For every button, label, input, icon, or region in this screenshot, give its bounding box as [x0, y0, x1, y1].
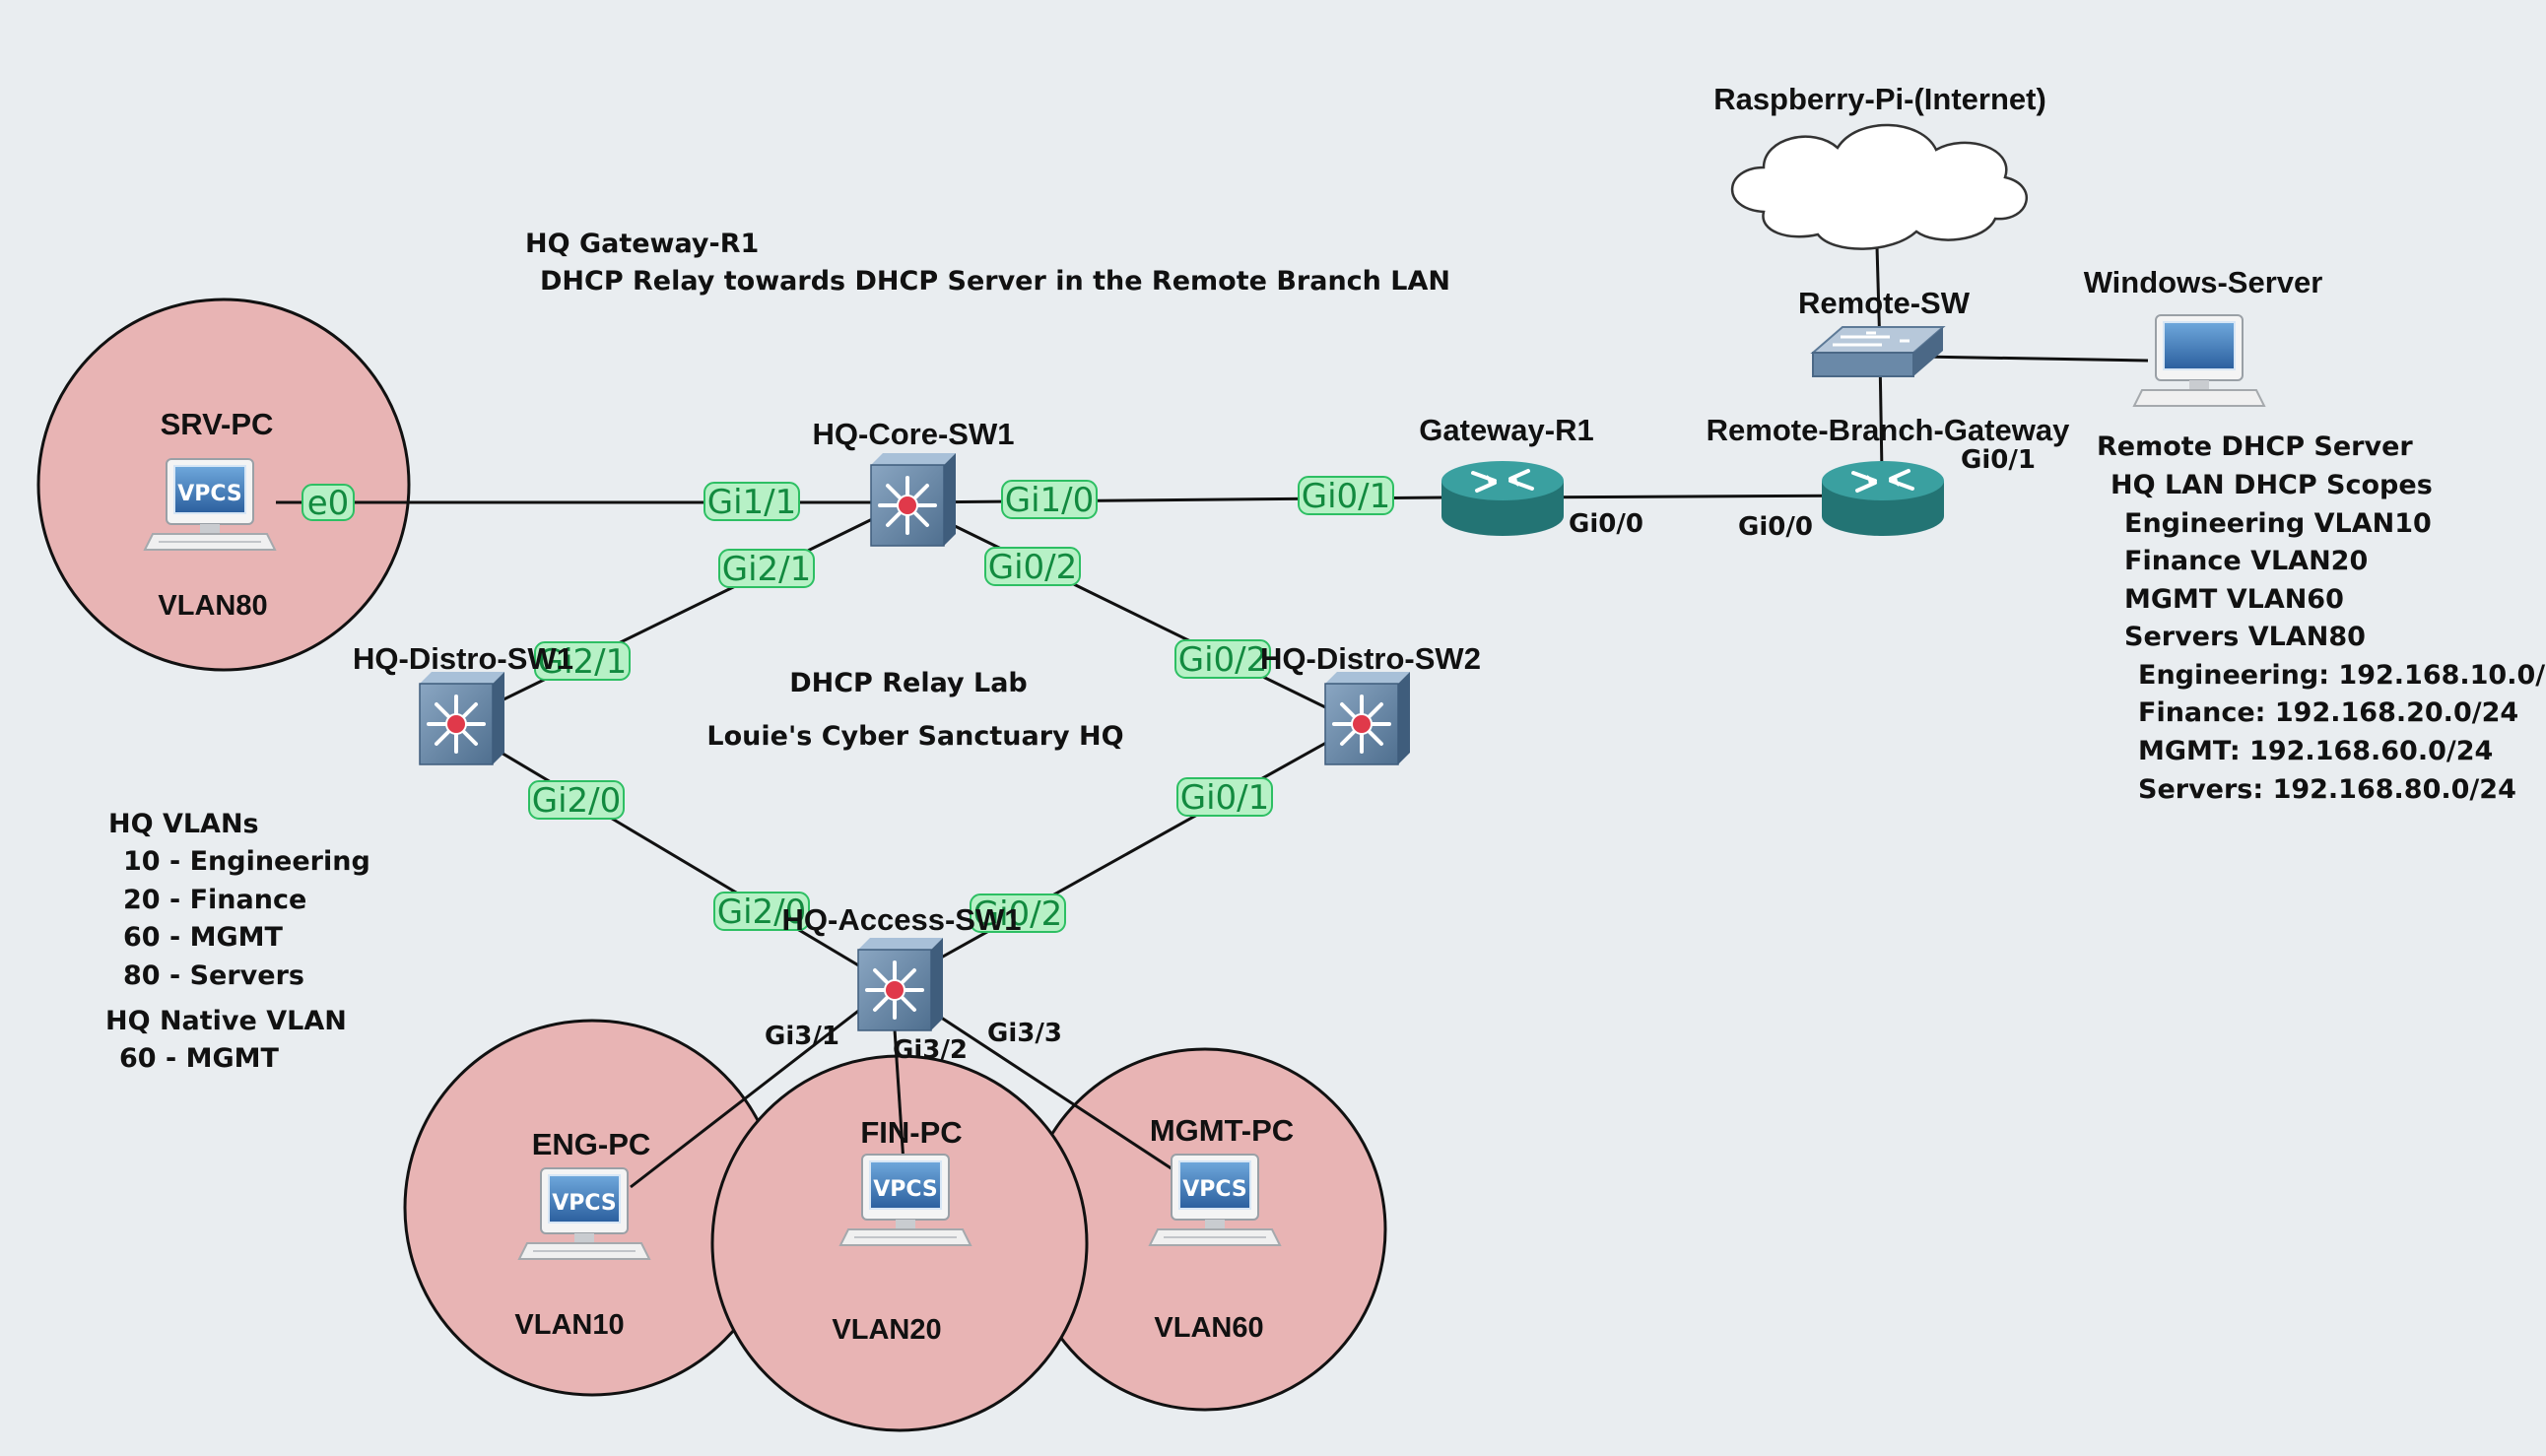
- port-core-gi1-1: Gi1/1: [707, 483, 797, 522]
- vpcs-badge: VPCS: [873, 1177, 938, 1202]
- hq-vlan-item: 80 - Servers: [123, 960, 304, 991]
- core-switch-icon[interactable]: [869, 451, 958, 548]
- remote-switch-icon[interactable]: [1810, 326, 1946, 377]
- if-remotebranch-gi0-1: Gi0/1: [1961, 445, 2036, 475]
- remote-dhcp-vlan: Finance VLAN20: [2124, 546, 2368, 576]
- windows-server-icon[interactable]: [2132, 314, 2266, 407]
- hq-vlan-item: 20 - Finance: [123, 885, 306, 915]
- internet-cloud-icon[interactable]: [1730, 123, 2028, 250]
- gateway-router-icon[interactable]: [1440, 459, 1566, 538]
- label-srv-pc: SRV-PC: [161, 407, 274, 441]
- distro1-switch-icon[interactable]: [418, 670, 506, 766]
- port-access-gi2-0: Gi2/0: [717, 893, 807, 932]
- if-access-gi3-2: Gi3/2: [893, 1035, 968, 1065]
- srv-pc-icon[interactable]: VPCS: [144, 458, 276, 551]
- label-gateway-r1: Gateway-R1: [1419, 413, 1593, 447]
- port-gateway-gi0-1: Gi0/1: [1302, 477, 1391, 516]
- port-pill: Gi0/2: [970, 893, 1066, 934]
- label-raspberry-pi: Raspberry-Pi-(Internet): [1713, 82, 2046, 116]
- distro2-switch-icon[interactable]: [1323, 670, 1412, 766]
- port-pill: Gi1/0: [1001, 480, 1098, 520]
- label-eng-pc: ENG-PC: [532, 1127, 651, 1161]
- vpcs-badge: VPCS: [177, 482, 242, 506]
- mgmt-pc-icon[interactable]: VPCS: [1149, 1154, 1281, 1246]
- remote-dhcp-subnet: Finance: 192.168.20.0/24: [2138, 697, 2518, 728]
- link-core-distro1: [452, 500, 907, 726]
- vlan20-label: VLAN20: [832, 1314, 941, 1346]
- label-windows-server: Windows-Server: [2084, 265, 2323, 299]
- hq-vlan-item: 60 - MGMT: [123, 922, 283, 953]
- remote-dhcp-vlan: Servers VLAN80: [2124, 622, 2366, 652]
- label-core-sw: HQ-Core-SW1: [813, 417, 1015, 451]
- link-core-distro2: [905, 500, 1361, 726]
- port-pill: Gi0/1: [1298, 476, 1394, 516]
- label-remote-branch-gw: Remote-Branch-Gateway: [1707, 413, 2070, 447]
- gateway-note-line2: DHCP Relay towards DHCP Server in the Re…: [540, 266, 1450, 297]
- vlan10-label: VLAN10: [514, 1309, 624, 1341]
- port-pill: Gi2/1: [534, 641, 631, 682]
- remote-dhcp-subnet: Servers: 192.168.80.0/24: [2138, 774, 2516, 805]
- vpcs-badge: VPCS: [552, 1191, 617, 1216]
- vpcs-badge: VPCS: [1182, 1177, 1247, 1202]
- port-distro2-gi0-1: Gi0/1: [1180, 778, 1270, 818]
- hq-vlan-item: 10 - Engineering: [123, 846, 370, 877]
- if-remotebranch-gi0-0: Gi0/0: [1738, 512, 1813, 542]
- link-remotesw-windowsserver: [1920, 355, 2149, 363]
- lab-subtitle: Louie's Cyber Sanctuary HQ: [706, 721, 1123, 752]
- label-distro-sw2: HQ-Distro-SW2: [1260, 641, 1481, 676]
- access-switch-icon[interactable]: [856, 936, 945, 1032]
- port-pill: Gi0/2: [984, 547, 1081, 587]
- port-pill: Gi1/1: [704, 482, 800, 522]
- remote-dhcp-vlan: MGMT VLAN60: [2124, 584, 2344, 615]
- port-core-gi2-1: Gi2/1: [722, 550, 812, 589]
- port-srv-e0: e0: [307, 484, 350, 523]
- link-distro2-access: [891, 722, 1361, 987]
- if-gateway-gi0-0: Gi0/0: [1569, 509, 1643, 539]
- port-pill: Gi0/1: [1176, 777, 1273, 818]
- remote-dhcp-vlan: Engineering VLAN10: [2124, 508, 2432, 539]
- link-access-eng: [630, 983, 893, 1189]
- port-core-gi1-0: Gi1/0: [1005, 481, 1095, 520]
- port-pill: Gi2/1: [718, 549, 815, 589]
- port-distro1-gi2-0: Gi2/0: [532, 781, 622, 821]
- port-pill: Gi2/0: [528, 780, 625, 821]
- remote-branch-router-icon[interactable]: [1820, 459, 1946, 538]
- hq-native-vlan-heading: HQ Native VLAN: [105, 1006, 347, 1036]
- port-pill: Gi2/0: [713, 892, 810, 932]
- remote-dhcp-sub: HQ LAN DHCP Scopes: [2110, 470, 2433, 500]
- hq-vlans-heading: HQ VLANs: [108, 809, 259, 839]
- vlan80-label: VLAN80: [158, 590, 267, 622]
- if-access-gi3-1: Gi3/1: [765, 1022, 839, 1051]
- port-access-gi0-2: Gi0/2: [973, 894, 1063, 934]
- port-pill: e0: [302, 484, 355, 523]
- label-fin-pc: FIN-PC: [860, 1115, 962, 1150]
- label-remote-sw: Remote-SW: [1798, 286, 1971, 320]
- remote-dhcp-subnet: Engineering: 192.168.10.0/24: [2138, 660, 2546, 691]
- gateway-note-line1: HQ Gateway-R1: [525, 229, 759, 259]
- port-core-gi0-2: Gi0/2: [988, 548, 1078, 587]
- port-distro1-gi2-1: Gi2/1: [538, 642, 628, 682]
- lab-title: DHCP Relay Lab: [789, 668, 1028, 698]
- remote-dhcp-subnet: MGMT: 192.168.60.0/24: [2138, 736, 2493, 766]
- hq-native-vlan-value: 60 - MGMT: [119, 1043, 279, 1074]
- fin-pc-icon[interactable]: VPCS: [839, 1154, 972, 1246]
- label-distro-sw1: HQ-Distro-SW1: [353, 641, 573, 676]
- vlan60-label: VLAN60: [1154, 1312, 1263, 1344]
- remote-dhcp-heading: Remote DHCP Server: [2097, 431, 2413, 462]
- eng-pc-icon[interactable]: VPCS: [518, 1167, 650, 1260]
- if-access-gi3-3: Gi3/3: [987, 1019, 1062, 1048]
- port-distro2-gi0-2: Gi0/2: [1178, 640, 1268, 680]
- label-access-sw: HQ-Access-SW1: [782, 902, 1022, 937]
- port-pill: Gi0/2: [1174, 639, 1271, 680]
- link-distro1-access: [452, 722, 893, 987]
- label-mgmt-pc: MGMT-PC: [1150, 1113, 1294, 1148]
